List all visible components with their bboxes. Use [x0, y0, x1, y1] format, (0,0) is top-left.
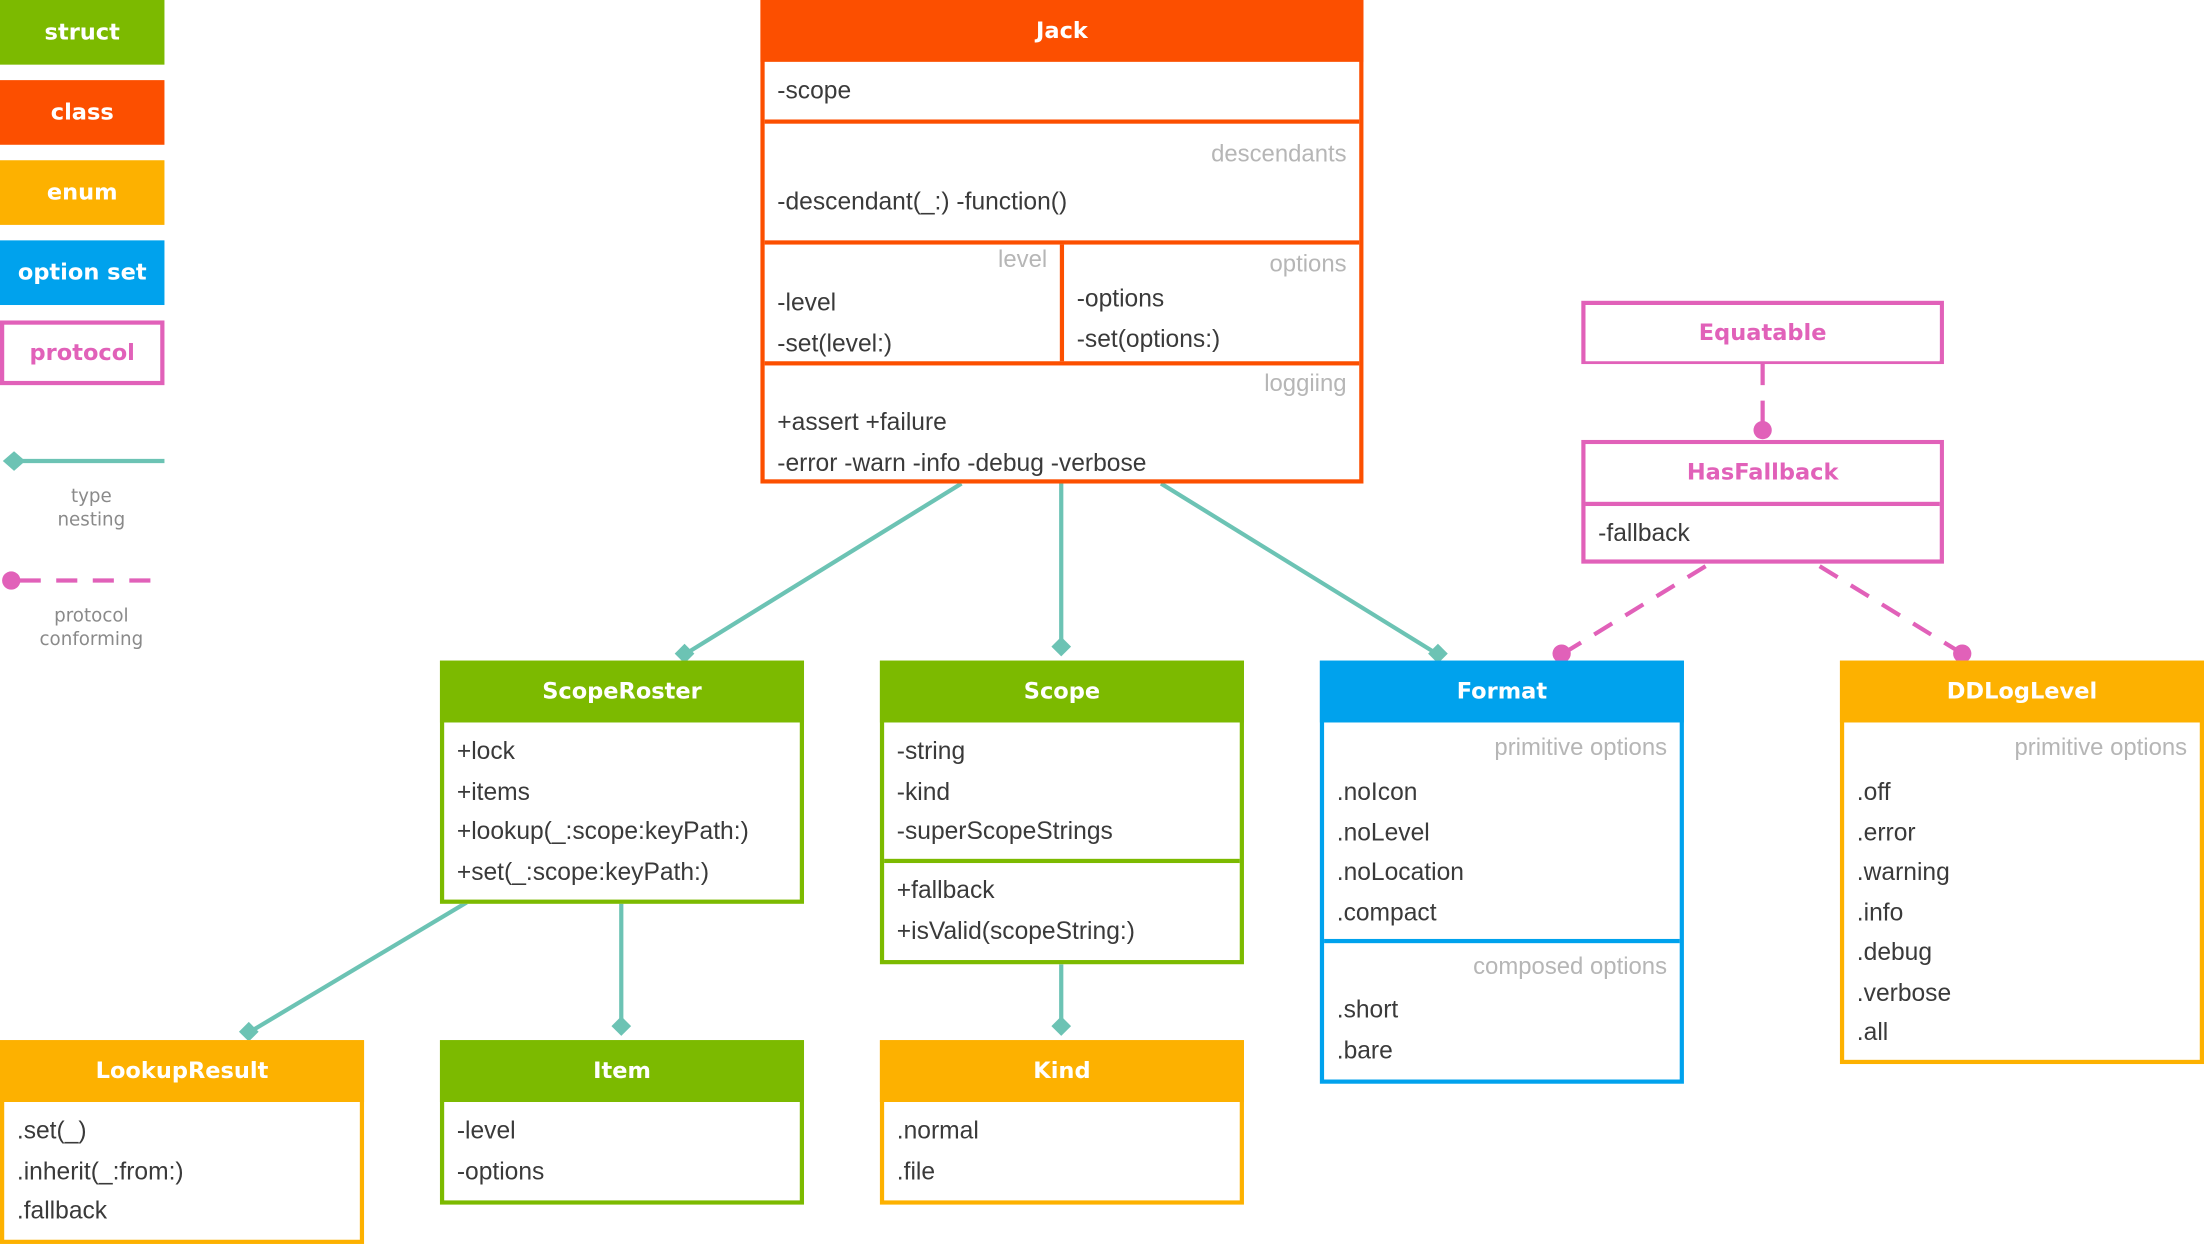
jack-descendants-section: descendants -descendant(_:) -function(): [764, 119, 1360, 240]
legend-protocol-conforming-caption: protocol conforming: [39, 605, 144, 651]
jack-options-caption: options: [1269, 250, 1347, 277]
class-jack: Jack -scope descendants -descendant(_:) …: [760, 0, 1364, 484]
format-composed-caption: composed options: [1473, 953, 1668, 980]
dot-hasfallback: [1753, 420, 1772, 440]
jack-logging-section: loggiing +assert +failure -error -warn -…: [764, 361, 1360, 482]
legend-struct: struct: [0, 0, 165, 65]
legend-option-set: option set: [0, 240, 165, 306]
protocol-equatable: Equatable: [1581, 300, 1944, 365]
edge-jack-scoperoster: [684, 481, 963, 656]
enum-ddloglevel: DDLogLevel primitive options .off .error…: [1839, 660, 2204, 1065]
equatable-title: Equatable: [1585, 305, 1940, 362]
format-title: Format: [1319, 660, 1684, 723]
scope-methods: +fallback +isValid(scopeString:): [884, 858, 1240, 950]
ddloglevel-members: primitive options .off .error .warning .…: [1856, 733, 2188, 1046]
diamond-item: [611, 1016, 632, 1036]
jack-descendants-caption: descendants: [1211, 140, 1347, 168]
item-title: Item: [439, 1040, 805, 1102]
hasfallback-title: HasFallback: [1585, 444, 1940, 502]
jack-logging-caption: loggiing: [1264, 369, 1347, 397]
item-members: -level -options: [456, 1116, 545, 1185]
legend-class: class: [0, 80, 165, 145]
diamond-kind: [1051, 1016, 1072, 1036]
dot-ddloglevel: [1953, 644, 1972, 663]
jack-level-group: level -level -set(level:): [777, 245, 1048, 357]
edge-jack-format: [1159, 481, 1438, 656]
legend-type-nesting-caption: type nesting: [57, 486, 126, 532]
kind-members: .normal .file: [896, 1116, 979, 1185]
edge-format-hasfallback: [1561, 560, 1714, 656]
struct-item: Item -level -options: [439, 1040, 805, 1205]
enum-kind: Kind .normal .file: [879, 1040, 1244, 1205]
jack-title: Jack: [760, 0, 1364, 62]
optionset-format: Format primitive options .noIcon .noLeve…: [1319, 660, 1684, 1084]
lookupresult-members: .set(_) .inherit(_:from:) .fallback: [16, 1116, 184, 1225]
format-primitive-caption: primitive options: [1494, 733, 1668, 761]
jack-level-caption: level: [998, 245, 1048, 273]
scoperoster-title: ScopeRoster: [439, 660, 805, 723]
diamond-lookupresult: [238, 1021, 259, 1042]
enum-lookupresult: LookupResult .set(_) .inherit(_:from:) .…: [0, 1040, 365, 1244]
scope-members: -string -kind -superScopeStrings: [896, 736, 1113, 845]
hasfallback-members: -fallback: [1585, 501, 1940, 553]
edge-scoperoster-lookupresult: [249, 900, 468, 1034]
legend-enum: enum: [0, 160, 165, 225]
scope-title: Scope: [879, 660, 1244, 723]
dot-format: [1552, 644, 1571, 663]
legend-conforming-dot: [2, 571, 21, 590]
kind-title: Kind: [879, 1040, 1244, 1102]
edge-ddloglevel-hasfallback: [1812, 560, 1964, 656]
struct-scoperoster: ScopeRoster +lock +items +lookup(_:scope…: [439, 660, 805, 904]
struct-scope: Scope -string -kind -superScopeStrings +…: [879, 660, 1244, 965]
jack-scope-section: -scope: [777, 75, 852, 105]
jack-level-options-section: level -level -set(level:) options -optio…: [764, 240, 1360, 362]
format-composed-section: composed options .short .bare: [1324, 938, 1680, 1070]
jack-options-group: options -options -set(options:): [1059, 244, 1359, 362]
ddloglevel-primitive-caption: primitive options: [2014, 733, 2188, 761]
diamond-scope: [1051, 636, 1072, 657]
ddloglevel-title: DDLogLevel: [1839, 660, 2204, 723]
lookupresult-title: LookupResult: [0, 1040, 365, 1102]
format-primitive-section: primitive options .noIcon .noLevel .noLo…: [1336, 733, 1668, 926]
legend-nesting-diamond: [2, 451, 26, 471]
protocol-hasfallback: HasFallback -fallback: [1581, 439, 1944, 564]
legend-protocol: protocol: [0, 320, 165, 386]
scoperoster-members: +lock +items +lookup(_:scope:keyPath:) +…: [456, 736, 749, 885]
